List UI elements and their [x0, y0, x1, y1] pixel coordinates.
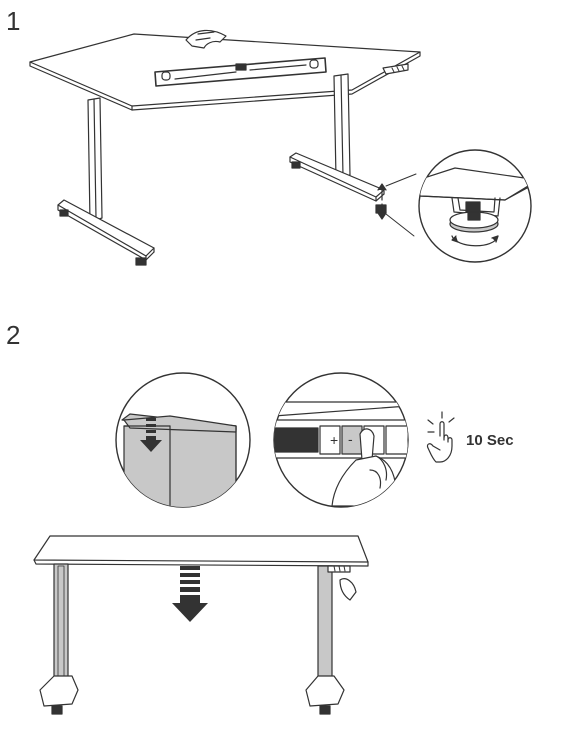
left-leg-lowered — [39, 563, 79, 715]
press-hold-hand-icon — [426, 411, 455, 463]
right-leg — [289, 73, 387, 214]
step-2-number: 2 — [6, 320, 21, 350]
control-panel-zoom — [273, 372, 409, 508]
lower-desk-arrow-icon — [172, 566, 208, 622]
up-down-arrow-icon — [377, 183, 387, 220]
control-box — [382, 63, 409, 75]
step2-desk-drawing — [33, 535, 369, 715]
down-arrow-icon — [140, 418, 162, 452]
minus-button-label: - — [348, 431, 353, 447]
column-press-zoom — [115, 372, 251, 508]
spirit-level — [154, 57, 327, 87]
leveling-foot-zoom — [418, 149, 532, 263]
right-leg-lowered — [305, 565, 357, 715]
hand-icon — [185, 29, 227, 49]
step1-desk-drawing — [29, 29, 532, 266]
plus-button-label: + — [330, 432, 338, 448]
left-leg — [57, 97, 155, 266]
timer-label: 10 Sec — [466, 432, 514, 449]
step-1-number: 1 — [6, 6, 21, 36]
